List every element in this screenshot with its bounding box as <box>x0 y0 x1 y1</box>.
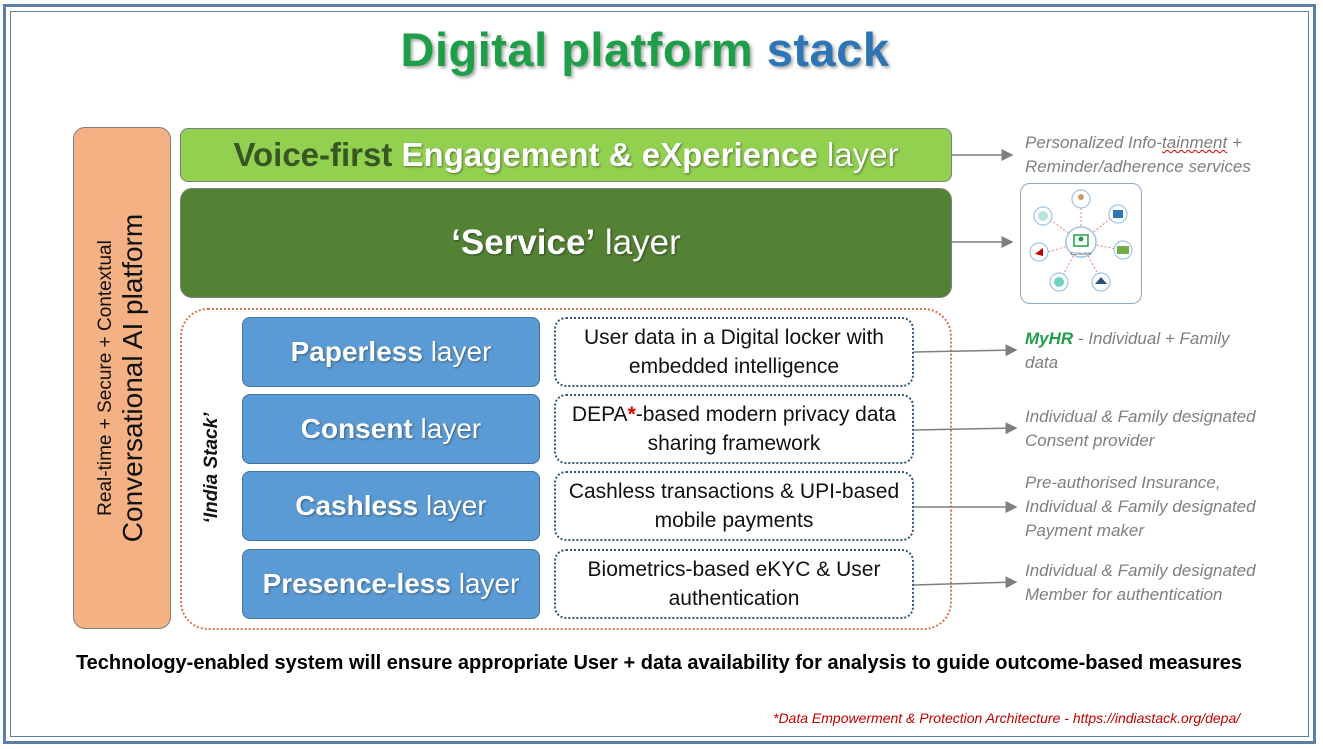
depa-rest-text: -based modern privacy data sharing frame… <box>635 403 897 455</box>
layer-name: Cashless <box>295 490 419 521</box>
outer-frame <box>3 4 1316 744</box>
description-text: User data in a Digital locker with embed… <box>584 326 884 378</box>
note-squiggle-text: tainment <box>1162 133 1228 152</box>
myhr-label: MyHR <box>1025 329 1074 348</box>
title-part2: stack <box>766 23 890 76</box>
india-stack-box <box>180 308 952 630</box>
voice-note: Personalized Info-tainment + Reminder/ad… <box>1025 131 1323 179</box>
layer-suffix: layer <box>430 336 492 367</box>
layer-name: Consent <box>300 413 413 444</box>
service-layer-part2: layer <box>604 223 681 262</box>
layer-suffix: layer <box>426 490 487 521</box>
consent-layer: Consent layer <box>242 394 540 464</box>
presence-note: Individual & Family designated Member fo… <box>1025 561 1256 604</box>
paperless-note: MyHR - Individual + Family data <box>1025 327 1265 375</box>
footer-statement: Technology-enabled system will ensure ap… <box>75 652 1243 674</box>
service-layer-part1: ‘Service’ <box>451 223 596 262</box>
layer-suffix: layer <box>458 568 520 599</box>
layer-name: Paperless <box>290 336 423 367</box>
description-text: Biometrics-based eKYC & User authenticat… <box>587 558 881 610</box>
consumer-label: Consumer <box>1071 251 1092 256</box>
voice-layer-part2: Engagement & eXperience <box>401 136 818 173</box>
layer-suffix: layer <box>420 413 482 444</box>
cashless-description: Cashless transactions & UPI-based mobile… <box>554 471 914 541</box>
voice-layer-part1: Voice-first <box>233 136 393 173</box>
page-title: Digital platform stack <box>0 22 1290 77</box>
consent-note: Individual & Family designated Consent p… <box>1025 407 1256 450</box>
note-text-rest: + Reminder/adherence services <box>1025 133 1251 176</box>
paperless-description: User data in a Digital locker with embed… <box>554 317 914 387</box>
presence-arrow <box>913 576 1018 589</box>
voice-first-layer: Voice-first Engagement & eXperience laye… <box>180 128 952 182</box>
cashless-layer: Cashless layer <box>242 471 540 541</box>
paperless-arrow <box>913 344 1018 357</box>
note-text: - Individual + Family data <box>1025 329 1230 372</box>
note-text: Personalized Info- <box>1025 133 1163 152</box>
presence-less-layer: Presence-less layer <box>242 549 540 619</box>
conversational-ai-sidebar <box>73 127 171 629</box>
description-text: DEPA*-based modern privacy data sharing … <box>562 400 906 458</box>
consent-arrow <box>913 422 1018 435</box>
depa-text: DEPA <box>571 403 628 426</box>
description-text: Cashless transactions & UPI-based mobile… <box>568 480 900 532</box>
consent-description: DEPA*-based modern privacy data sharing … <box>554 394 914 464</box>
footnote-asterisk: * <box>627 403 636 426</box>
presence-less-description: Biometrics-based eKYC & User authenticat… <box>554 549 914 619</box>
voice-layer-part3: layer <box>827 136 899 173</box>
title-part1: Digital platform <box>400 23 754 76</box>
service-ecosystem-diagram: Consumer <box>1020 183 1142 304</box>
cashless-note: Pre-authorised Insurance, Individual & F… <box>1025 473 1256 540</box>
depa-footnote: *Data Empowerment & Protection Architect… <box>773 710 1241 726</box>
service-layer: ‘Service’ layer <box>180 188 952 298</box>
paperless-layer: Paperless layer <box>242 317 540 387</box>
layer-name: Presence-less <box>262 568 451 599</box>
inner-frame <box>10 11 1309 737</box>
